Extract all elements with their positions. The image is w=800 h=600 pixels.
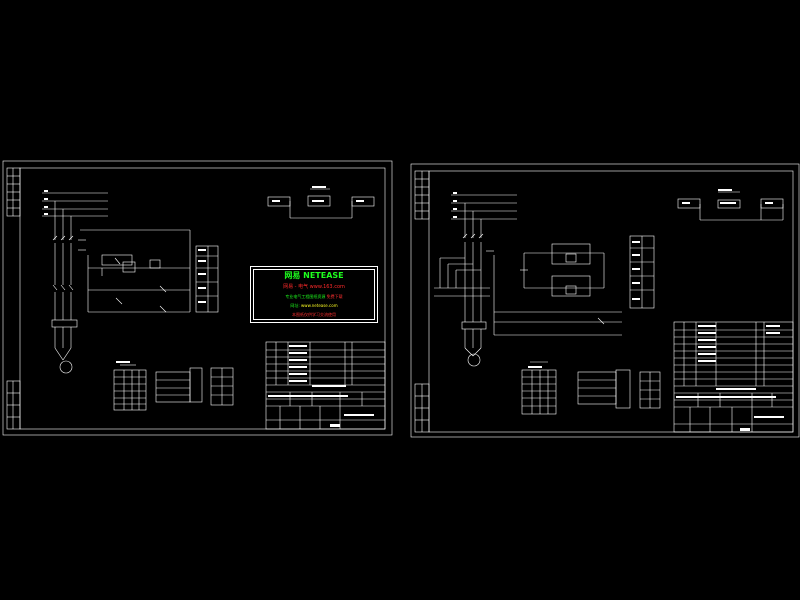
- left-main-circuit: [51, 235, 86, 374]
- watermark-description-label: 专业电气工程图纸资源: [285, 294, 326, 299]
- right-main-circuit: [434, 233, 494, 367]
- right-small-table: [521, 361, 557, 415]
- watermark-website: 网址: www.netease.com: [251, 304, 377, 308]
- watermark-website-label: 网址:: [290, 303, 300, 308]
- right-legend-box: [629, 235, 655, 309]
- left-control-circuit: [80, 229, 191, 313]
- watermark-stamp: 网易 NETEASE 网易 - 电气 www.163.com 专业电气工程图纸资…: [250, 266, 378, 323]
- watermark-inner-frame: [253, 269, 375, 320]
- left-busbars: [42, 192, 108, 240]
- watermark-description: 专业电气工程图纸资源 免费下载: [251, 295, 377, 299]
- left-small-table: [113, 364, 147, 411]
- left-label-marks: [44, 186, 374, 427]
- watermark-subtitle: 网易 - 电气 www.163.com: [283, 284, 345, 290]
- left-legend-box: [195, 245, 219, 313]
- left-drawing-sheet: [2, 160, 393, 436]
- right-busbars: [451, 194, 517, 238]
- right-control-circuit: [493, 243, 622, 336]
- watermark-notice: 本图纸仅供学习交流使用: [292, 312, 336, 317]
- right-label-marks: [453, 189, 784, 431]
- left-terminal-blocks: [155, 367, 234, 406]
- right-title-block: [673, 321, 794, 433]
- right-signal-blocks: [677, 191, 784, 221]
- left-signal-blocks: [267, 188, 375, 219]
- watermark-website-url: www.netease.com: [301, 303, 338, 308]
- right-drawing-sheet: [410, 163, 800, 438]
- left-title-block: [265, 341, 386, 430]
- right-terminal-blocks: [577, 369, 661, 409]
- watermark-title: 网易 NETEASE: [284, 271, 344, 280]
- watermark-description-value: 免费下载: [326, 294, 343, 299]
